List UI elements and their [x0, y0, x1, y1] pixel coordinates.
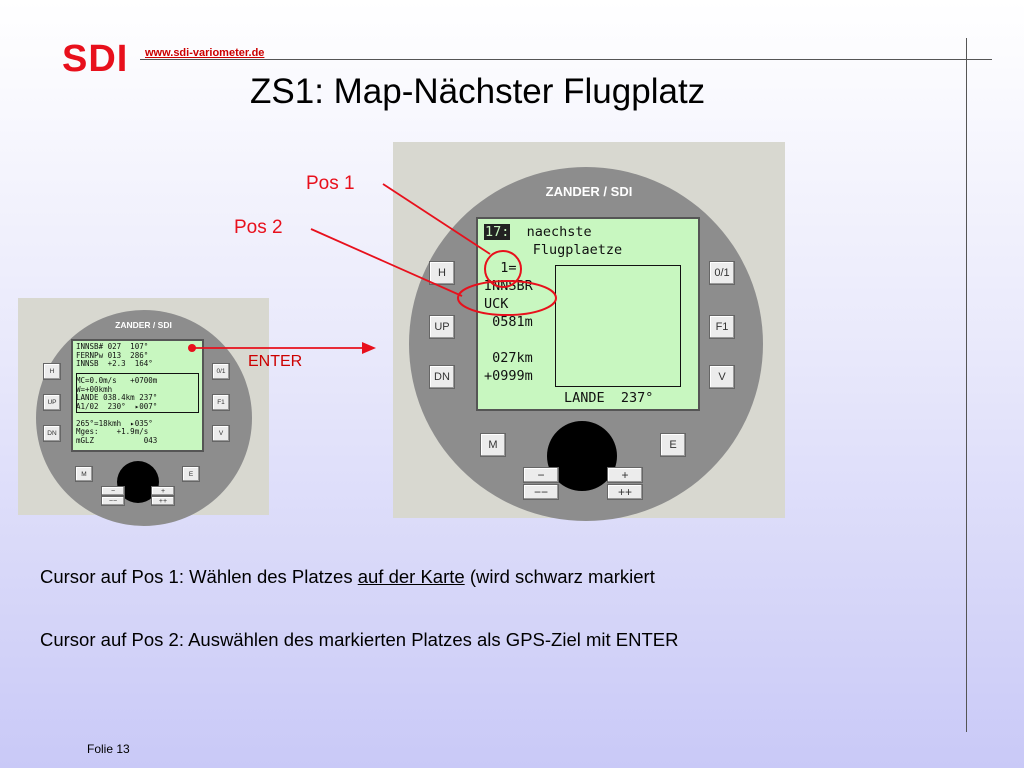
lcd-line: A1/02 230° ▸007° — [76, 401, 158, 411]
small-device-lcd: INNSB# 027 107° FERNPw 013 286° INNSB +2… — [71, 339, 204, 452]
v-button[interactable]: V — [709, 365, 735, 389]
small-minus-button[interactable]: − — [101, 486, 125, 496]
map-view[interactable] — [555, 265, 681, 387]
lcd-line: mGLZ 043 — [76, 435, 158, 445]
f1-button[interactable]: F1 — [709, 315, 735, 339]
lcd-line: 027km — [484, 350, 533, 366]
lcd-line: 0581m — [484, 314, 533, 330]
big-device-title: ZANDER / SDI — [545, 184, 633, 199]
header-divider — [140, 59, 992, 60]
caption-line-2: Cursor auf Pos 2: Auswählen des markiert… — [40, 629, 679, 650]
small-device-title: ZANDER / SDI — [115, 320, 172, 330]
lcd-line: FERNPw 013 286° — [76, 350, 149, 360]
caption-1-underlined: auf der Karte — [357, 566, 465, 587]
small-device-screenshot: ZANDER / SDI INNSB# 027 107° FERNPw 013 … — [18, 298, 269, 526]
lcd-line: MC=0.0m/s +0700m — [76, 376, 158, 385]
right-divider — [966, 38, 967, 732]
small-h-button[interactable]: H — [43, 363, 61, 380]
small-minus-minus-button[interactable]: −− — [101, 496, 125, 506]
lcd-line: INNSB +2.3 164° — [76, 359, 153, 368]
big-device-lcd: 17: naechste Flugplaetze 1= INNSBR UCK 0… — [476, 217, 700, 411]
lcd-heading: naechste — [510, 224, 592, 240]
plus-button[interactable]: + — [607, 467, 643, 483]
caption-line-1: Cursor auf Pos 1: Wählen des Platzes auf… — [40, 566, 655, 588]
lcd-header-line: 17: naechste — [484, 223, 692, 241]
slide-number: Folie 13 — [87, 742, 130, 756]
lcd-frame — [76, 373, 199, 413]
lcd-line: LANDE 038.4km 237° — [76, 393, 158, 402]
caption-1-end: (wird schwarz markiert — [464, 566, 655, 587]
pos1-label: Pos 1 — [306, 173, 355, 194]
small-plus-button[interactable]: + — [151, 486, 175, 496]
lcd-line: INNSB# 027 107° — [76, 342, 149, 351]
lcd-line: +0999m — [484, 368, 533, 384]
sdi-logo: SDI — [62, 38, 129, 80]
lande-readout: LANDE 237° — [564, 390, 654, 406]
slide-title: ZS1: Map-Nächster Flugplatz — [250, 72, 706, 111]
website-link[interactable]: www.sdi-variometer.de — [145, 47, 265, 59]
m-button[interactable]: M — [480, 433, 506, 457]
small-on-off-button[interactable]: 0/1 — [212, 363, 230, 380]
page-number-tag: 17: — [484, 224, 511, 240]
small-e-button[interactable]: E — [182, 466, 200, 482]
lcd-line: Flugplaetze — [484, 242, 623, 258]
enter-arrow-head — [362, 342, 376, 354]
pos2-label: Pos 2 — [234, 217, 283, 238]
minus-minus-button[interactable]: −− — [523, 484, 559, 500]
small-dn-button[interactable]: DN — [43, 425, 61, 442]
caption-1-start: Cursor auf Pos 1: Wählen des Platzes — [40, 566, 358, 587]
up-button[interactable]: UP — [429, 315, 455, 339]
small-f1-button[interactable]: F1 — [212, 394, 230, 411]
lcd-line: W=+00kmh — [76, 384, 113, 394]
enter-label: ENTER — [248, 353, 303, 370]
small-plus-plus-button[interactable]: ++ — [151, 496, 175, 506]
plus-plus-button[interactable]: ++ — [607, 484, 643, 500]
lcd-line: Mges: +1.9m/s — [76, 427, 149, 436]
dn-button[interactable]: DN — [429, 365, 455, 389]
e-button[interactable]: E — [660, 433, 686, 457]
small-up-button[interactable]: UP — [43, 394, 61, 411]
small-v-button[interactable]: V — [212, 425, 230, 442]
big-device-screenshot: ZANDER / SDI 17: naechste Flugplaetze 1=… — [393, 142, 785, 521]
lcd-line: 265°=18kmh ▸035° — [76, 418, 153, 428]
small-m-button[interactable]: M — [75, 466, 93, 482]
minus-button[interactable]: − — [523, 467, 559, 483]
on-off-button[interactable]: 0/1 — [709, 261, 735, 285]
h-button[interactable]: H — [429, 261, 455, 285]
